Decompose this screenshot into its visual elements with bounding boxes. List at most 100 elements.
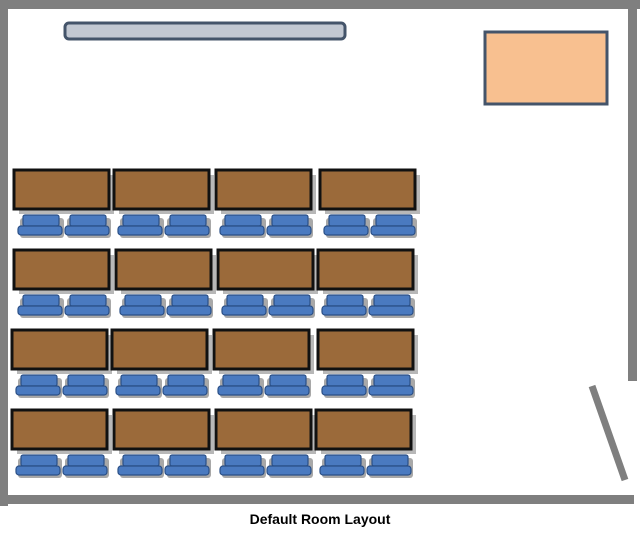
whiteboard bbox=[63, 21, 347, 41]
chair-back bbox=[69, 294, 107, 307]
chair-seat bbox=[62, 465, 108, 476]
student-table bbox=[114, 248, 213, 291]
chair-back bbox=[20, 454, 58, 467]
chair bbox=[219, 214, 266, 238]
chair-back bbox=[169, 454, 207, 467]
chair-back bbox=[22, 214, 60, 227]
chair bbox=[17, 294, 64, 318]
chair-back bbox=[122, 454, 160, 467]
chair-seat bbox=[221, 305, 267, 316]
chair bbox=[368, 294, 415, 318]
chair-back bbox=[375, 214, 413, 227]
chair-seat bbox=[64, 225, 110, 236]
chair-seat bbox=[323, 225, 369, 236]
student-table bbox=[112, 408, 211, 451]
chair-seat bbox=[368, 305, 414, 316]
student-table bbox=[12, 168, 111, 211]
chair bbox=[62, 374, 109, 398]
wall-bottom bbox=[0, 495, 634, 504]
wall-right bbox=[628, 0, 637, 381]
student-table bbox=[314, 408, 413, 451]
door bbox=[588, 384, 629, 482]
chair-seat bbox=[15, 465, 61, 476]
chair-back bbox=[124, 294, 162, 307]
figure-caption: Default Room Layout bbox=[249, 511, 391, 527]
table-row bbox=[12, 248, 418, 318]
chair bbox=[266, 454, 313, 478]
chair bbox=[115, 374, 162, 398]
chair-seat bbox=[219, 465, 265, 476]
chair-back bbox=[222, 374, 260, 387]
chair-seat bbox=[119, 305, 165, 316]
chair-back bbox=[171, 294, 209, 307]
chair bbox=[321, 374, 368, 398]
chair bbox=[323, 214, 370, 238]
chair-seat bbox=[321, 305, 367, 316]
table-row bbox=[10, 408, 416, 478]
chair-back bbox=[226, 294, 264, 307]
student-table bbox=[316, 248, 415, 291]
student-table bbox=[12, 248, 111, 291]
student-table bbox=[214, 168, 313, 211]
chair-seat bbox=[164, 465, 210, 476]
chair bbox=[62, 454, 109, 478]
chair bbox=[268, 294, 315, 318]
chair-back bbox=[371, 454, 409, 467]
chair bbox=[15, 454, 62, 478]
chair bbox=[117, 454, 164, 478]
chair bbox=[366, 454, 413, 478]
chair-back bbox=[67, 454, 105, 467]
chair bbox=[319, 454, 366, 478]
seating-area bbox=[10, 168, 420, 478]
chair bbox=[368, 374, 415, 398]
chair-seat bbox=[17, 305, 63, 316]
chair-seat bbox=[268, 305, 314, 316]
chair bbox=[15, 374, 62, 398]
chair-seat bbox=[321, 385, 367, 396]
chair-back bbox=[122, 214, 160, 227]
chair bbox=[219, 454, 266, 478]
chair-back bbox=[324, 454, 362, 467]
chair bbox=[164, 214, 211, 238]
chair-back bbox=[224, 214, 262, 227]
chair bbox=[166, 294, 213, 318]
chair-back bbox=[271, 214, 309, 227]
chair-back bbox=[120, 374, 158, 387]
student-table bbox=[316, 328, 415, 371]
chair-seat bbox=[15, 385, 61, 396]
chair-seat bbox=[17, 225, 63, 236]
chair bbox=[117, 214, 164, 238]
chair-back bbox=[373, 294, 411, 307]
chair-seat bbox=[117, 465, 163, 476]
chair bbox=[370, 214, 417, 238]
chair-seat bbox=[166, 305, 212, 316]
chair-back bbox=[67, 374, 105, 387]
chair-back bbox=[269, 374, 307, 387]
chair-back bbox=[167, 374, 205, 387]
chair bbox=[266, 214, 313, 238]
chair-back bbox=[271, 454, 309, 467]
chair-seat bbox=[264, 385, 310, 396]
chair-back bbox=[326, 294, 364, 307]
instructor-desk bbox=[483, 30, 609, 106]
chair bbox=[217, 374, 264, 398]
student-table bbox=[212, 328, 311, 371]
chair bbox=[264, 374, 311, 398]
wall-left bbox=[0, 0, 8, 506]
table-row bbox=[10, 328, 418, 398]
chair-back bbox=[326, 374, 364, 387]
chair-seat bbox=[117, 225, 163, 236]
chair bbox=[321, 294, 368, 318]
chair-seat bbox=[370, 225, 416, 236]
chair-back bbox=[20, 374, 58, 387]
chair bbox=[119, 294, 166, 318]
chair-seat bbox=[366, 465, 412, 476]
room-walls bbox=[0, 0, 640, 506]
chair-seat bbox=[217, 385, 263, 396]
chair bbox=[221, 294, 268, 318]
chair-back bbox=[22, 294, 60, 307]
chair bbox=[64, 214, 111, 238]
chair bbox=[164, 454, 211, 478]
student-table bbox=[110, 328, 209, 371]
chair bbox=[17, 214, 64, 238]
